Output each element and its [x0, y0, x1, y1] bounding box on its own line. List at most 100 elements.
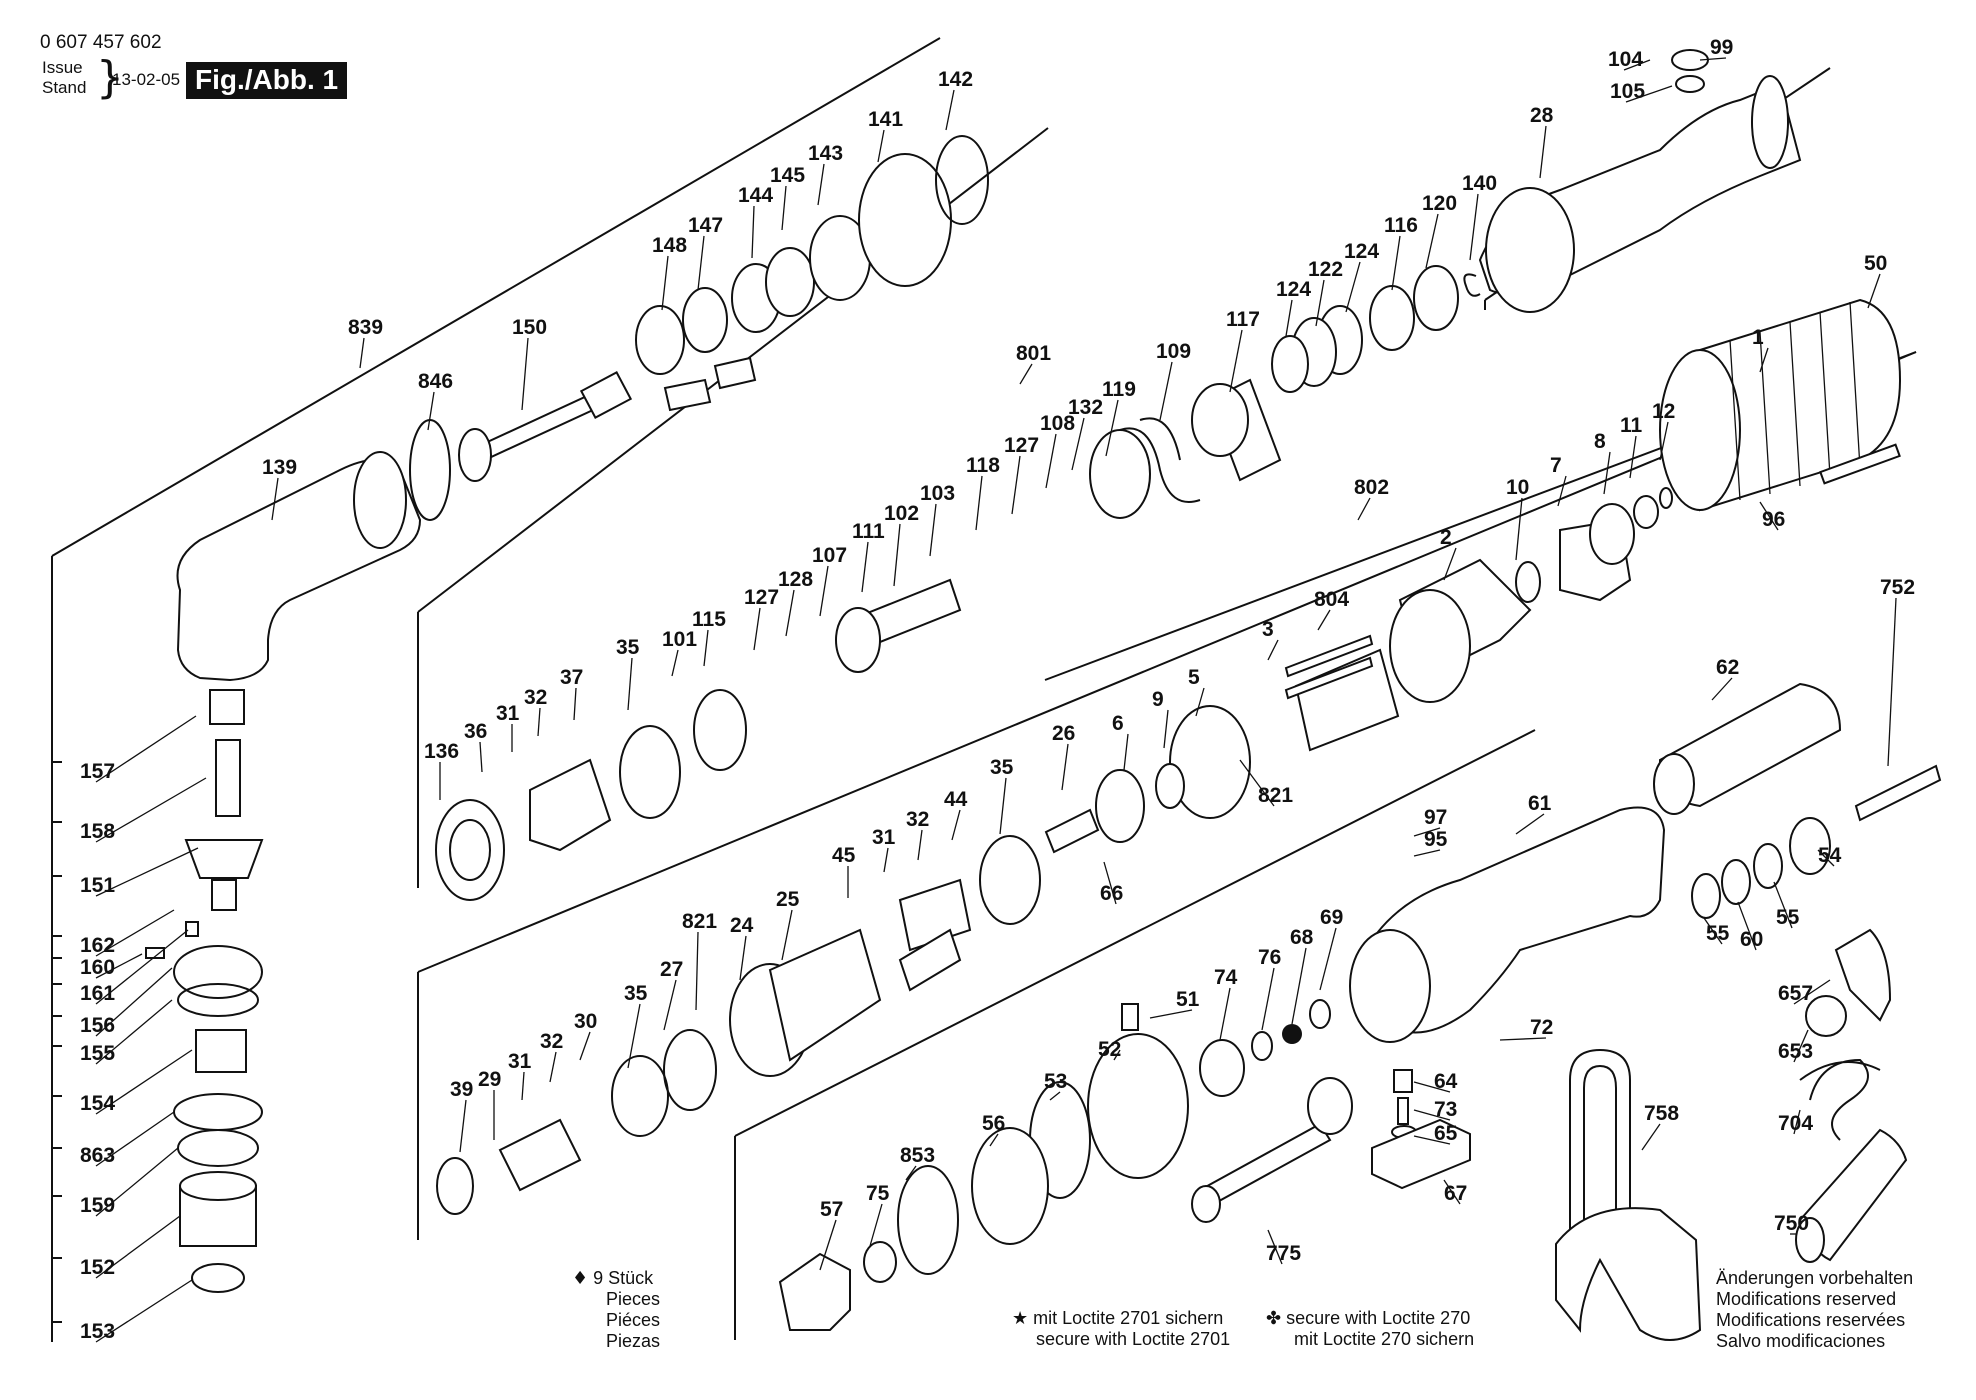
leader-line [751, 205, 755, 259]
leader-line [817, 163, 825, 206]
leader-line [1413, 827, 1441, 837]
leader-line [1345, 261, 1361, 313]
modifications-line-4: Salvo modificaciones [1716, 1331, 1886, 1351]
loctite-2701-line-1: mit Loctite 2701 sichern [1033, 1308, 1224, 1328]
part-number-label: 839 [348, 316, 383, 339]
leader-line [893, 523, 901, 587]
part-number-label: 107 [812, 544, 847, 567]
leader-line [627, 657, 633, 711]
part-number-label: 55 [1776, 906, 1800, 929]
leader-line [1629, 435, 1637, 479]
part-number-label: 103 [920, 482, 955, 505]
leader-line [1049, 1091, 1061, 1101]
leader-line [785, 589, 795, 637]
leader-line [905, 1165, 917, 1181]
part-number-label: 122 [1308, 258, 1343, 281]
leader-line [1357, 497, 1371, 521]
leader-line [1443, 547, 1457, 581]
part-number-label: 35 [990, 756, 1014, 779]
diamond-icon: ♦ [572, 1268, 589, 1289]
loctite-2701-line-2: secure with Loctite 2701 [1036, 1329, 1231, 1349]
part-number-label: 102 [884, 502, 919, 525]
leader-line [1163, 709, 1169, 749]
part-number-label: 111 [852, 520, 885, 543]
modifications-note: Änderungen vorbehalten Modifications res… [1716, 1268, 1913, 1352]
leader-line [1011, 455, 1021, 515]
leader-line [1219, 987, 1231, 1041]
leader-line [1887, 597, 1897, 767]
leader-line [271, 477, 279, 521]
leader-line [573, 687, 577, 721]
part-number-label: 120 [1422, 192, 1457, 215]
part-number-label: 116 [1384, 214, 1418, 237]
leader-line [999, 777, 1007, 835]
leader-line [95, 967, 173, 1037]
leader-line [359, 337, 365, 369]
leader-line [1159, 361, 1173, 421]
leader-line [95, 953, 143, 979]
stand-label: Stand [42, 78, 87, 97]
part-number-label: 775 [1266, 1242, 1301, 1265]
leader-line [1319, 927, 1337, 991]
leader-line [945, 89, 955, 131]
leader-line [1711, 677, 1733, 701]
leader-line [1113, 1049, 1121, 1061]
star-icon: ★ [1012, 1308, 1029, 1328]
leader-line [95, 1049, 193, 1115]
leader-line [1793, 1029, 1809, 1063]
part-number-label: 5 [1188, 666, 1200, 689]
leader-line [1413, 1109, 1451, 1121]
leader-line [1469, 193, 1479, 261]
part-number-label: 105 [1610, 80, 1645, 103]
part-number-label: 653 [1778, 1040, 1813, 1063]
leader-line [989, 1133, 999, 1147]
part-number-label: 821 [682, 910, 717, 933]
leader-line [869, 1203, 883, 1247]
part-number-label: 151 [80, 874, 115, 897]
part-number-label: 67 [1444, 1182, 1467, 1205]
leader-line [781, 909, 793, 961]
part-number-label: 144 [738, 184, 773, 207]
leader-line [1071, 417, 1085, 471]
part-number-label: 143 [808, 142, 843, 165]
leader-line [95, 715, 197, 783]
leader-line [917, 829, 923, 861]
leader-line [739, 935, 747, 981]
part-number-label: 29 [478, 1068, 501, 1091]
leader-line [1659, 421, 1669, 461]
leader-line [627, 1003, 641, 1069]
part-number-label: 53 [1044, 1070, 1067, 1093]
leader-line [1105, 399, 1119, 457]
part-number-label: 27 [660, 958, 683, 981]
part-number-label: 145 [770, 164, 805, 187]
part-number-label: 97 [1424, 806, 1447, 829]
leader-line [1625, 85, 1673, 103]
leader-line [95, 1111, 175, 1167]
loctite-270-line-1: secure with Loctite 270 [1286, 1308, 1471, 1328]
part-number-label: 55 [1706, 922, 1730, 945]
part-number-label: 758 [1644, 1102, 1679, 1125]
leader-line [1229, 329, 1243, 393]
figure-badge: Fig./Abb. 1 [186, 62, 348, 99]
leader-line [95, 909, 175, 957]
leader-line [95, 1147, 179, 1217]
part-number-label: 65 [1434, 1122, 1458, 1145]
part-number-label: 8 [1594, 430, 1606, 453]
modifications-line-2: Modifications reserved [1716, 1289, 1897, 1309]
leader-line [479, 741, 483, 773]
leader-line [1267, 1229, 1283, 1265]
part-number-label: 127 [744, 586, 779, 609]
leader-line [1603, 451, 1611, 495]
leader-line [95, 777, 207, 843]
leader-line [883, 847, 889, 873]
part-number-label: 142 [938, 68, 973, 91]
part-number-label: 66 [1100, 882, 1123, 905]
part-number-label: 141 [868, 108, 903, 131]
part-number-label: 56 [982, 1112, 1005, 1135]
part-number-label: 64 [1434, 1070, 1458, 1093]
part-number-label: 75 [866, 1182, 890, 1205]
leader-line [661, 255, 669, 311]
pieces-note-line-2: Pieces [606, 1289, 661, 1309]
part-number-label: 132 [1068, 396, 1103, 419]
